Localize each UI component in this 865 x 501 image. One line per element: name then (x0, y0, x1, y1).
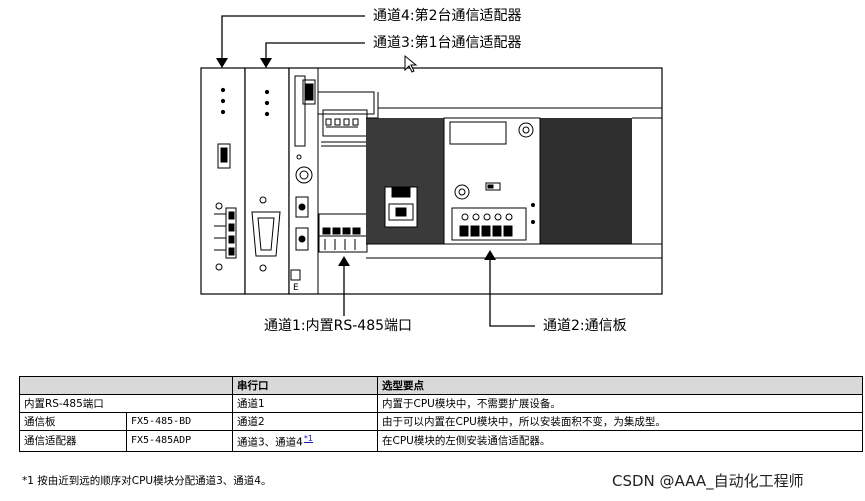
plc-hardware-diagram: E (200, 15, 663, 327)
footnote-ref-link[interactable]: *1 (303, 434, 313, 443)
row-port-cell: 通道3、通道4*1 (232, 430, 378, 452)
callout-channel-3: 通道3:第1台通信适配器 (373, 35, 522, 51)
table-row: 通信板 FX5-485-BD 通道2 由于可以内置在CPU模块中，所以安装面积不… (19, 412, 863, 431)
row-model: FX5-485ADP (126, 430, 233, 452)
row-port: 通道1 (232, 394, 378, 413)
row-note: 在CPU模块的左侧安装通信适配器。 (377, 430, 863, 452)
row-device-name: 通信适配器 (19, 430, 127, 452)
rj45-jack (384, 186, 418, 228)
builtin-rs485-terminal (318, 213, 368, 253)
table-header-device (19, 376, 233, 395)
row-port: 通道2 (232, 412, 378, 431)
callout-channel-1: 通道1:内置RS-485端口 (264, 318, 413, 334)
mouse-cursor-icon (404, 54, 418, 73)
callout-channel-2: 通道2:通信板 (543, 318, 627, 334)
row-note: 由于可以内置在CPU模块中，所以安装面积不变，为集成型。 (377, 412, 863, 431)
adapter-2-details (214, 87, 237, 271)
row-device-name: 内置RS-485端口 (19, 394, 233, 413)
adapter-1-details (251, 89, 281, 272)
adapter-module-2 (200, 67, 246, 295)
watermark: CSDN @AAA_自动化工程师 (612, 472, 804, 490)
callout-channel-4: 通道4:第2台通信适配器 (373, 8, 522, 24)
svg-text:E: E (293, 283, 299, 293)
footnote: *1 按由近到远的顺序对CPU模块分配通道3、通道4。 (22, 475, 272, 487)
table-header-port: 串行口 (232, 376, 378, 395)
callout-leaders (216, 15, 535, 327)
table-row: 通信适配器 FX5-485ADP 通道3、通道4*1 在CPU模块的左侧安装通信… (19, 430, 863, 452)
row-model: FX5-485-BD (126, 412, 233, 431)
row-note: 内置于CPU模块中，不需要扩展设备。 (377, 394, 863, 413)
table-header-notes: 选型要点 (377, 376, 863, 395)
row-device-name: 通信板 (19, 412, 127, 431)
table-header-row: 串行口 选型要点 (19, 376, 863, 395)
row-port: 通道3、通道4 (237, 436, 303, 449)
communication-board (443, 117, 541, 245)
cpu-top-terminals (317, 91, 375, 147)
serial-port-table: 串行口 选型要点 内置RS-485端口 通道1 内置于CPU模块中，不需要扩展设… (19, 376, 863, 452)
table-row: 内置RS-485端口 通道1 内置于CPU模块中，不需要扩展设备。 (19, 394, 863, 413)
